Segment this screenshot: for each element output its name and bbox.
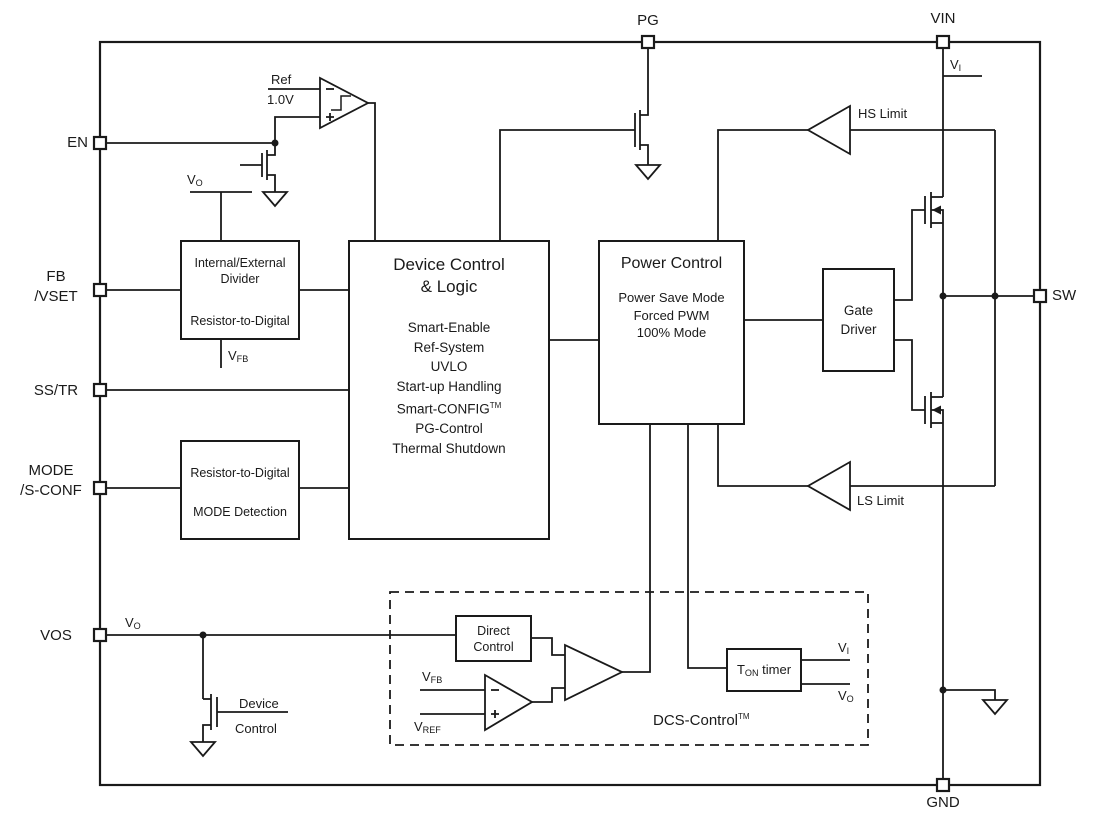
dcs-control-boundary bbox=[389, 591, 869, 746]
vref-label-dcs: VREF bbox=[414, 719, 441, 735]
ground-icon bbox=[189, 741, 217, 758]
divider-line3: Resistor-to-Digital bbox=[190, 314, 290, 328]
hs-power-mosfet-icon bbox=[924, 192, 944, 228]
en-pulldown-mosfet-icon bbox=[240, 143, 276, 192]
dcl-title-line2: & Logic bbox=[420, 277, 478, 296]
dcs-comparator-icon bbox=[484, 673, 534, 732]
dcl-item: Thermal Shutdown bbox=[392, 440, 506, 456]
ground-icon bbox=[261, 191, 289, 208]
hs-limit-label: HS Limit bbox=[858, 106, 908, 121]
pin-label-sw: SW bbox=[1052, 287, 1077, 304]
dcl-item: Ref-System bbox=[413, 339, 485, 355]
dcl-item: Smart-Enable bbox=[407, 320, 491, 335]
ls-limit-label: LS Limit bbox=[857, 493, 904, 508]
gate-driver-block: Gate Driver bbox=[822, 268, 895, 372]
ground-icon bbox=[634, 164, 662, 181]
ground-icon bbox=[981, 699, 1009, 716]
ref-label: Ref bbox=[271, 72, 292, 87]
device-control-signal-label-line1: Device bbox=[239, 696, 279, 711]
vi-label-ton: VI bbox=[838, 640, 850, 656]
mode-line2: MODE Detection bbox=[193, 505, 287, 519]
ls-power-mosfet-icon bbox=[924, 392, 944, 428]
ton-timer-block: TON timer bbox=[726, 648, 802, 692]
vo-label-ton: VO bbox=[838, 688, 854, 704]
dcs-control-label: DCS-ControlTM bbox=[653, 712, 750, 729]
vfb-label-dcs: VFB bbox=[422, 669, 443, 685]
vi-label-vin: VI bbox=[950, 57, 962, 73]
dcl-item: Start-up Handling bbox=[396, 378, 502, 394]
junction-dots bbox=[199, 139, 999, 694]
pin-label-pg: PG bbox=[637, 12, 659, 29]
power-control-block: Power Control Power Save Mode Forced PWM… bbox=[598, 240, 745, 425]
ls-limit-amp-icon bbox=[806, 460, 851, 512]
pin-label-ss-tr: SS/TR bbox=[33, 382, 79, 399]
device-control-logic-block: Device Control & Logic Smart-Enable Ref-… bbox=[348, 240, 550, 540]
mode-detection-block: Resistor-to-Digital MODE Detection bbox=[180, 440, 300, 540]
direct-control-line1: Direct bbox=[477, 623, 510, 638]
divider-block: Internal/External Divider Resistor-to-Di… bbox=[180, 240, 300, 340]
gate-driver-line1: Gate bbox=[843, 303, 874, 318]
pin-label-sconf: /S-CONF bbox=[20, 482, 82, 499]
pin-label-vset: /VSET bbox=[34, 288, 78, 305]
pin-sw bbox=[1032, 288, 1048, 304]
dcl-item: PG-Control bbox=[415, 421, 483, 436]
vos-discharge-mosfet-icon bbox=[202, 694, 288, 742]
pin-label-vos: VOS bbox=[40, 627, 72, 644]
pins bbox=[92, 34, 1048, 793]
pc-title: Power Control bbox=[620, 255, 723, 272]
vfb-label-divider: VFB bbox=[228, 348, 249, 364]
device-control-signal-label-line2: Control bbox=[235, 721, 277, 736]
pg-mosfet-icon bbox=[634, 100, 649, 165]
mode-line1: Resistor-to-Digital bbox=[190, 466, 290, 480]
wires bbox=[106, 48, 1034, 779]
pin-fb-vset bbox=[92, 282, 108, 298]
dcl-item: Smart-CONFIGTM bbox=[396, 401, 502, 417]
divider-line1: Internal/External bbox=[194, 256, 286, 270]
pin-pg bbox=[640, 34, 656, 50]
pin-gnd bbox=[935, 777, 951, 793]
hs-limit-amp-icon bbox=[806, 104, 851, 156]
pin-vin bbox=[935, 34, 951, 50]
en-comparator-icon bbox=[319, 76, 370, 130]
pin-label-vin: VIN bbox=[930, 10, 956, 27]
pin-vos bbox=[92, 627, 108, 643]
ton-timer-label: TON timer bbox=[736, 662, 792, 678]
pin-label-en: EN bbox=[67, 134, 88, 151]
pc-item: 100% Mode bbox=[636, 325, 707, 340]
pin-label-gnd: GND bbox=[926, 794, 960, 811]
vo-label-vos: VO bbox=[125, 615, 141, 631]
gate-driver-line2: Driver bbox=[840, 322, 877, 337]
pc-item: Forced PWM bbox=[633, 307, 710, 323]
pin-en bbox=[92, 135, 108, 151]
vo-label-divider: VO bbox=[187, 172, 203, 188]
divider-line2: Divider bbox=[220, 272, 260, 286]
error-amp-icon bbox=[564, 643, 625, 702]
direct-control-line2: Control bbox=[473, 639, 514, 654]
dcl-item: UVLO bbox=[430, 359, 468, 374]
direct-control-block: Direct Control bbox=[455, 615, 532, 662]
pc-item: Power Save Mode bbox=[618, 290, 725, 305]
pin-label-mode: MODE bbox=[28, 462, 74, 479]
ic-boundary bbox=[98, 40, 1042, 787]
pin-ss-tr bbox=[92, 382, 108, 398]
pin-mode-sconf bbox=[92, 480, 108, 496]
dcl-title-line1: Device Control bbox=[393, 255, 505, 274]
ref-value-label: 1.0V bbox=[267, 92, 294, 107]
pin-label-fb: FB bbox=[46, 268, 66, 285]
